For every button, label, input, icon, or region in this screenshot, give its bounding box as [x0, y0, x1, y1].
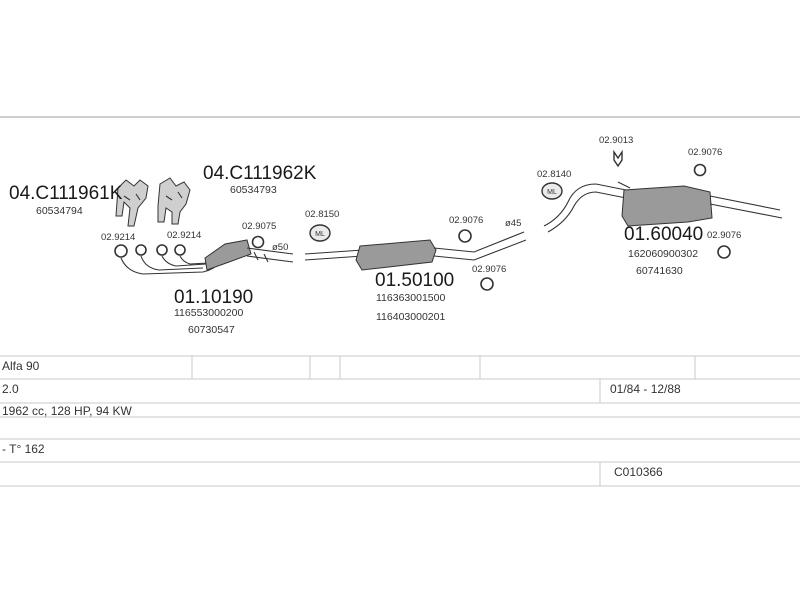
manifold-left-number: 04.C111961K: [9, 183, 123, 204]
front-pipe-sub2: 60730547: [188, 324, 235, 336]
hanger-icon-2: ML: [541, 182, 563, 200]
front-pipe-number: 01.10190: [174, 287, 253, 308]
clamp-icon-l1: [114, 244, 128, 258]
manifold-right-drawing: [157, 177, 191, 225]
rear-pipe-drawing: [543, 181, 783, 233]
table-code: C010366: [614, 465, 663, 479]
clamp-icon-r1: [693, 163, 707, 177]
hanger-icon-1: ML: [309, 224, 331, 242]
middle-pipe-drawing: [304, 231, 527, 271]
table-engine: 2.0: [2, 382, 19, 396]
clamp-icon-l2: [135, 244, 147, 256]
manifold-right-sub: 60534793: [230, 184, 277, 196]
clamp-icon-m1: [458, 229, 472, 243]
clamp-l2-number: 02.9214: [167, 230, 201, 241]
svg-text:ML: ML: [547, 189, 557, 196]
table-type: - T° 162: [2, 442, 45, 456]
clamp-icon-l4: [251, 235, 265, 249]
hanger-3-number: 02.9013: [599, 135, 633, 146]
clamp-m2-number: 02.9076: [472, 264, 506, 275]
clamp-r1-number: 02.9076: [688, 147, 722, 158]
middle-box-sub1: 116363001500: [376, 292, 445, 304]
front-pipe-drawing: [120, 239, 294, 275]
front-pipe-sub1: 116553000200: [174, 307, 243, 319]
pipe-50-label: ø50: [272, 242, 288, 253]
pipe-45-label: ø45: [505, 218, 521, 229]
manifold-left-drawing: [115, 179, 149, 227]
clamp-l3-number: 02.9075: [242, 221, 276, 232]
manifold-left-sub: 60534794: [36, 205, 83, 217]
middle-box-number: 01.50100: [375, 270, 454, 291]
hanger-1-number: 02.8150: [305, 209, 339, 220]
clamp-icon-r2: [717, 245, 731, 259]
middle-box-sub2: 116403000201: [376, 311, 445, 323]
svg-text:ML: ML: [315, 231, 325, 238]
hanger-2-number: 02.8140: [537, 169, 571, 180]
table-years: 01/84 - 12/88: [610, 382, 681, 396]
clamp-icon-m2: [480, 277, 494, 291]
manifold-right-number: 04.C111962K: [203, 163, 317, 184]
rear-box-sub2: 60741630: [636, 265, 683, 277]
clamp-icon-l3: [156, 244, 186, 256]
table-model: Alfa 90: [2, 359, 40, 373]
clamp-m1-number: 02.9076: [449, 215, 483, 226]
rear-box-sub1: 162060900302: [628, 248, 698, 260]
hanger-icon-3: [613, 149, 623, 168]
clamp-l1-number: 02.9214: [101, 232, 135, 243]
table-specs: 1962 cc, 128 HP, 94 KW: [2, 404, 132, 418]
rear-box-number: 01.60040: [624, 224, 703, 245]
info-table-grid: [0, 355, 800, 487]
clamp-r2-number: 02.9076: [707, 230, 741, 241]
